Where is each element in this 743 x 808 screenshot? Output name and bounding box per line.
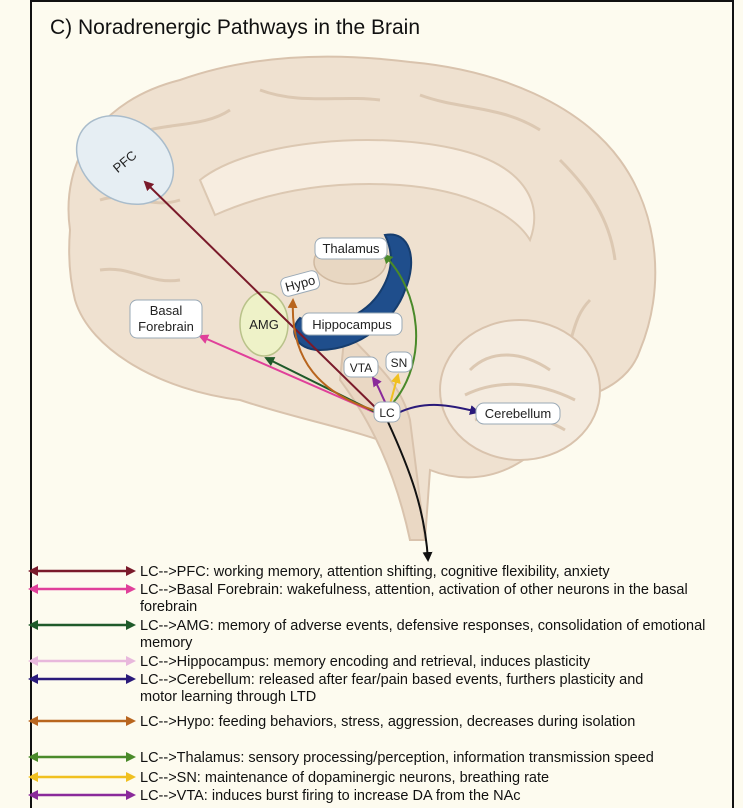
legend-line: LC-->Hippocampus: memory encoding and re… — [140, 654, 725, 671]
legend-line: motor learning through LTD — [140, 689, 725, 706]
legend-line: forebrain — [140, 599, 725, 616]
thalamus-label: Thalamus — [322, 241, 380, 256]
legend-double-arrow-icon — [28, 582, 138, 596]
legend-line: LC-->Basal Forebrain: wakefulness, atten… — [140, 582, 725, 599]
basal-forebrain-label-2: Forebrain — [138, 319, 194, 334]
legend-line: LC-->AMG: memory of adverse events, defe… — [140, 618, 725, 635]
legend-text: LC-->Cerebellum: released after fear/pai… — [140, 672, 725, 706]
lc-label: LC — [379, 406, 395, 420]
legend-text: LC-->Hypo: feeding behaviors, stress, ag… — [140, 714, 725, 731]
legend-line: LC-->PFC: working memory, attention shif… — [140, 564, 725, 581]
legend-text: LC-->AMG: memory of adverse events, defe… — [140, 618, 725, 652]
label-cerebellum: Cerebellum — [476, 403, 560, 424]
legend-text: LC-->Thalamus: sensory processing/percep… — [140, 750, 725, 767]
label-hippocampus: Hippocampus — [302, 313, 402, 335]
legend-line: LC-->Hypo: feeding behaviors, stress, ag… — [140, 714, 725, 731]
label-basal-forebrain: Basal Forebrain — [130, 300, 202, 338]
label-sn: SN — [386, 352, 412, 372]
legend-line: LC-->Thalamus: sensory processing/percep… — [140, 750, 725, 767]
legend-double-arrow-icon — [28, 750, 138, 764]
legend-line: LC-->Cerebellum: released after fear/pai… — [140, 672, 725, 689]
label-lc: LC — [374, 402, 400, 422]
legend-line: memory — [140, 635, 725, 652]
hippocampus-label: Hippocampus — [312, 317, 392, 332]
basal-forebrain-label-1: Basal — [150, 303, 183, 318]
legend-double-arrow-icon — [28, 564, 138, 578]
amg-label: AMG — [249, 317, 279, 332]
label-thalamus: Thalamus — [315, 238, 387, 259]
sn-label: SN — [391, 356, 408, 370]
legend-text: LC-->VTA: induces burst firing to increa… — [140, 788, 725, 805]
legend-text: LC-->Basal Forebrain: wakefulness, atten… — [140, 582, 725, 616]
legend-double-arrow-icon — [28, 672, 138, 686]
label-vta: VTA — [344, 357, 378, 377]
legend-text: LC-->PFC: working memory, attention shif… — [140, 564, 725, 581]
legend-text: LC-->SN: maintenance of dopaminergic neu… — [140, 770, 725, 787]
label-amg: AMG — [249, 317, 279, 332]
legend-double-arrow-icon — [28, 654, 138, 668]
cerebellum-label: Cerebellum — [485, 406, 551, 421]
legend-double-arrow-icon — [28, 618, 138, 632]
legend-line: LC-->SN: maintenance of dopaminergic neu… — [140, 770, 725, 787]
legend-double-arrow-icon — [28, 788, 138, 802]
cerebellum-tissue — [440, 320, 600, 460]
legend-text: LC-->Hippocampus: memory encoding and re… — [140, 654, 725, 671]
legend-double-arrow-icon — [28, 714, 138, 728]
legend-line: LC-->VTA: induces burst firing to increa… — [140, 788, 725, 805]
legend-double-arrow-icon — [28, 770, 138, 784]
vta-label: VTA — [350, 361, 372, 375]
